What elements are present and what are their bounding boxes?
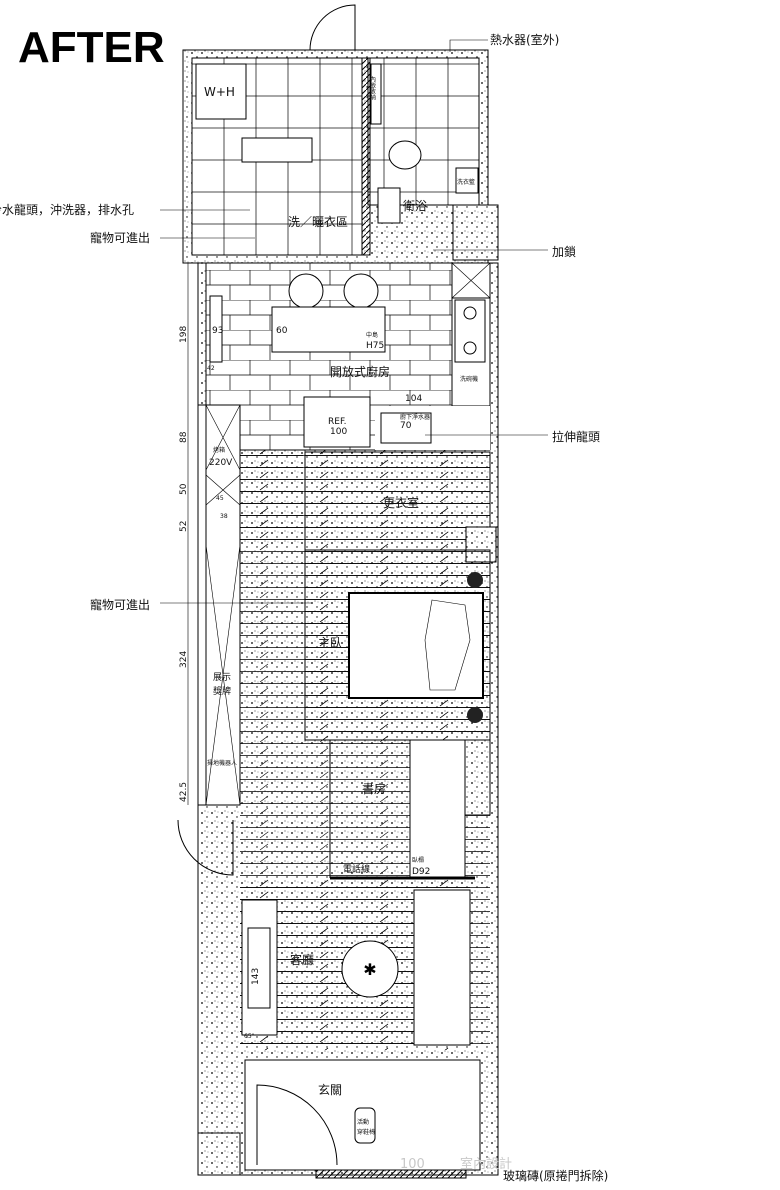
dim-198: 198 <box>179 326 189 343</box>
entry-door[interactable] <box>256 1084 338 1166</box>
dim-45: 45 <box>216 495 224 502</box>
display-label: 展示 <box>213 672 231 683</box>
toilet <box>388 140 422 170</box>
washer-dryer-label: W+H <box>204 85 235 99</box>
phone-line-label: 電話線 <box>343 863 370 875</box>
water-purifier-label: 廚下淨水器 <box>400 413 430 421</box>
walk-in-closet <box>304 451 491 551</box>
kitchen-sink <box>380 412 432 444</box>
voltage-label: 220V <box>209 458 233 468</box>
wall-cabinet <box>209 295 223 363</box>
laundry-basket <box>455 167 479 194</box>
door-swing[interactable] <box>309 4 356 51</box>
bathroom-sink <box>377 187 401 224</box>
side-door[interactable] <box>177 819 234 876</box>
lock-callout: 加鎖 <box>552 244 576 259</box>
wall-column <box>197 1132 241 1176</box>
dim-52: 52 <box>179 521 189 532</box>
pull-faucet-callout: 拉伸龍頭 <box>552 429 600 444</box>
glass-brick-callout: 玻璃磚(原捲門拆除) <box>503 1168 608 1183</box>
drying-rack <box>241 137 313 163</box>
kitchen-label: 開放式廚房 <box>330 364 390 379</box>
plant-icon <box>467 707 483 723</box>
wall-column <box>452 204 499 261</box>
laundry-label: 洗／曬衣區 <box>288 214 348 229</box>
dim-42: 42 <box>207 365 215 372</box>
dim-50: 50 <box>179 483 189 495</box>
medal-label: 獎牌 <box>213 685 231 697</box>
dim-93: 93 <box>212 326 223 336</box>
dim-88: 88 <box>179 431 189 443</box>
shoe-bench <box>354 1107 376 1144</box>
built-in-storage <box>370 63 382 125</box>
study-label: 書房 <box>362 781 386 796</box>
bar-stool <box>288 273 324 309</box>
dim-324: 324 <box>179 651 189 668</box>
bath-label: 衛浴 <box>403 199 427 213</box>
bed <box>348 592 484 699</box>
cabinet-cross <box>451 262 491 299</box>
burner-icon <box>463 306 477 320</box>
plant-icon <box>467 572 483 588</box>
faucet-callout: 冷水龍頭，沖洗器，排水孔 <box>0 202 134 217</box>
sink-width: 70 <box>400 421 412 431</box>
fridge-width: 100 <box>330 427 347 437</box>
dim-60: 60 <box>276 326 288 336</box>
stove <box>454 299 486 363</box>
oven-label: 烤箱 <box>213 446 225 454</box>
island-height: H75 <box>366 341 384 351</box>
glass-brick-wall <box>315 1169 467 1179</box>
partition-wall <box>361 57 371 256</box>
coffee-table <box>341 940 399 998</box>
watermark-logo: 100 <box>400 1157 425 1172</box>
built-in-storage-label: 內嵌收納 <box>369 75 376 101</box>
bedroom-label: 主臥 <box>318 636 342 650</box>
pillows <box>424 599 471 691</box>
dishwasher-label: 洗碗機 <box>460 375 478 383</box>
dim-104: 104 <box>405 394 422 404</box>
closet-label: 更衣室 <box>383 495 419 510</box>
refrigerator <box>303 396 371 448</box>
shoe-bench-label-2: 穿鞋椅 <box>357 1128 375 1136</box>
living-label: 客廳 <box>290 952 314 967</box>
cabinet-cross <box>205 404 241 806</box>
burner-icon <box>463 341 477 355</box>
shoe-bench-label: 活動 <box>357 1118 369 1126</box>
entry-label: 玄關 <box>318 1082 342 1097</box>
leader-line <box>449 39 488 52</box>
washer-dryer <box>195 63 247 120</box>
kitchen-island <box>271 306 386 353</box>
robot-vacuum-label: 掃地機器人 <box>207 759 237 767</box>
dim-143: 143 <box>251 968 261 985</box>
plan-title: AFTER <box>18 23 165 72</box>
dim-42-5: 42.5 <box>179 782 189 802</box>
tv <box>247 927 271 1009</box>
daybed-label: 臥榻 <box>412 856 424 864</box>
watermark-text: 室內設計 <box>460 1156 512 1172</box>
bar-stool <box>343 273 379 309</box>
island-label: 中島 <box>366 331 378 339</box>
daybed-depth: D92 <box>412 867 430 877</box>
dim-38: 38 <box>220 513 228 520</box>
sofa <box>413 889 471 1046</box>
pet-access-callout: 寵物可進出 <box>90 230 150 245</box>
wall-column <box>464 739 491 816</box>
pet-access-callout-2: 寵物可進出 <box>90 597 150 612</box>
dim-65: 65" <box>244 1033 255 1040</box>
daybed <box>409 739 466 879</box>
corridor-floor <box>240 450 303 550</box>
laundry-basket-label: 洗衣籃 <box>457 178 475 186</box>
water-heater-callout: 熱水器(室外) <box>490 32 559 47</box>
fridge-label: REF. <box>328 417 347 427</box>
flower-icon: ✱ <box>363 960 376 979</box>
